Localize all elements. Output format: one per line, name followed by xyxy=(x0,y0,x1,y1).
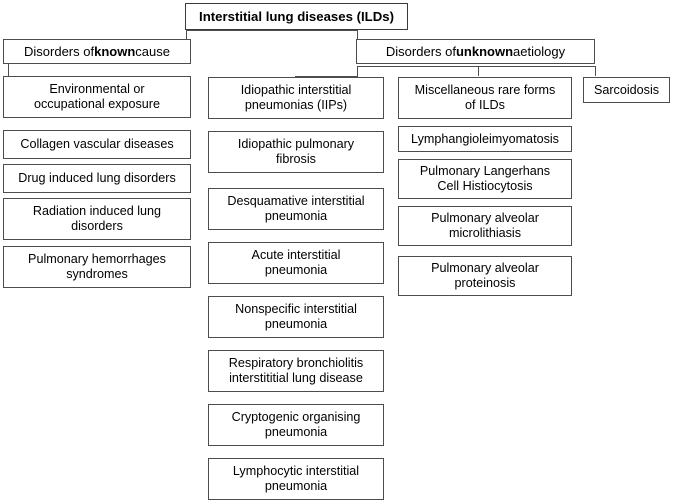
sarcoidosis-box[interactable]: Sarcoidosis xyxy=(583,77,670,103)
iip-item-idiopathic-interstitial-pneumonias[interactable]: Idiopathic interstitial pneumonias (IIPs… xyxy=(208,77,384,119)
iip-item-nonspecific-interstitial-pneumonia[interactable]: Nonspecific interstitial pneumonia xyxy=(208,296,384,338)
iip-item-acute-interstitial-pneumonia[interactable]: Acute interstitial pneumonia xyxy=(208,242,384,284)
category-unknown-suffix: aetiology xyxy=(513,43,566,59)
iip-item-idiopathic-pulmonary-fibrosis[interactable]: Idiopathic pulmonary fibrosis xyxy=(208,131,384,173)
known-cause-item-environmental-occupational-exposure[interactable]: Environmental or occupational exposure xyxy=(3,76,191,118)
iip-item-lymphocytic-interstitial-pneumonia[interactable]: Lymphocytic interstitial pneumonia xyxy=(208,458,384,500)
category-box-unknown-aetiology[interactable]: Disorders of unknown aetiology xyxy=(356,39,595,64)
misc-item-pulmonary-langerhans-cell-histiocytosis[interactable]: Pulmonary Langerhans Cell Histiocytosis xyxy=(398,159,572,199)
connector-known-to-column xyxy=(8,63,9,76)
misc-item-pulmonary-alveolar-proteinosis[interactable]: Pulmonary alveolar proteinosis xyxy=(398,256,572,296)
misc-item-pulmonary-alveolar-microlithiasis[interactable]: Pulmonary alveolar microlithiasis xyxy=(398,206,572,246)
misc-item-lymphangioleimyomatosis[interactable]: Lymphangioleimyomatosis xyxy=(398,126,572,152)
misc-item-miscellaneous-rare-forms-of-ilds[interactable]: Miscellaneous rare forms of ILDs xyxy=(398,77,572,119)
category-unknown-emphasis: unknown xyxy=(455,43,514,59)
connector-unknown-to-iip xyxy=(357,66,358,76)
iip-item-cryptogenic-organising-pneumonia[interactable]: Cryptogenic organising pneumonia xyxy=(208,404,384,446)
connector-iip-elbow xyxy=(295,76,358,77)
connector-unknown-bus xyxy=(357,66,595,67)
iip-item-desquamative-interstitial-pneumonia[interactable]: Desquamative interstitial pneumonia xyxy=(208,188,384,230)
root-box-interstitial-lung-diseases[interactable]: Interstitial lung diseases (ILDs) xyxy=(185,3,408,30)
category-known-suffix: cause xyxy=(135,43,170,59)
category-box-known-cause[interactable]: Disorders of known cause xyxy=(3,39,191,64)
connector-root-to-known xyxy=(186,30,187,42)
category-known-prefix: Disorders of xyxy=(24,43,95,59)
iip-item-respiratory-bronchiolitis-interstitial-lung-disease[interactable]: Respiratory bronchiolitis interstititial… xyxy=(208,350,384,392)
known-cause-item-pulmonary-hemorrhages-syndromes[interactable]: Pulmonary hemorrhages syndromes xyxy=(3,246,191,288)
connector-root-bus xyxy=(186,30,358,31)
connector-root-to-unknown xyxy=(357,30,358,42)
known-cause-item-collagen-vascular-diseases[interactable]: Collagen vascular diseases xyxy=(3,130,191,159)
category-known-emphasis: known xyxy=(94,43,136,59)
known-cause-item-radiation-induced-lung-disorders[interactable]: Radiation induced lung disorders xyxy=(3,198,191,240)
known-cause-item-drug-induced-lung-disorders[interactable]: Drug induced lung disorders xyxy=(3,164,191,193)
category-unknown-prefix: Disorders of xyxy=(385,43,456,59)
connector-unknown-to-misc xyxy=(478,66,479,76)
connector-unknown-to-sarcoidosis xyxy=(595,66,596,76)
